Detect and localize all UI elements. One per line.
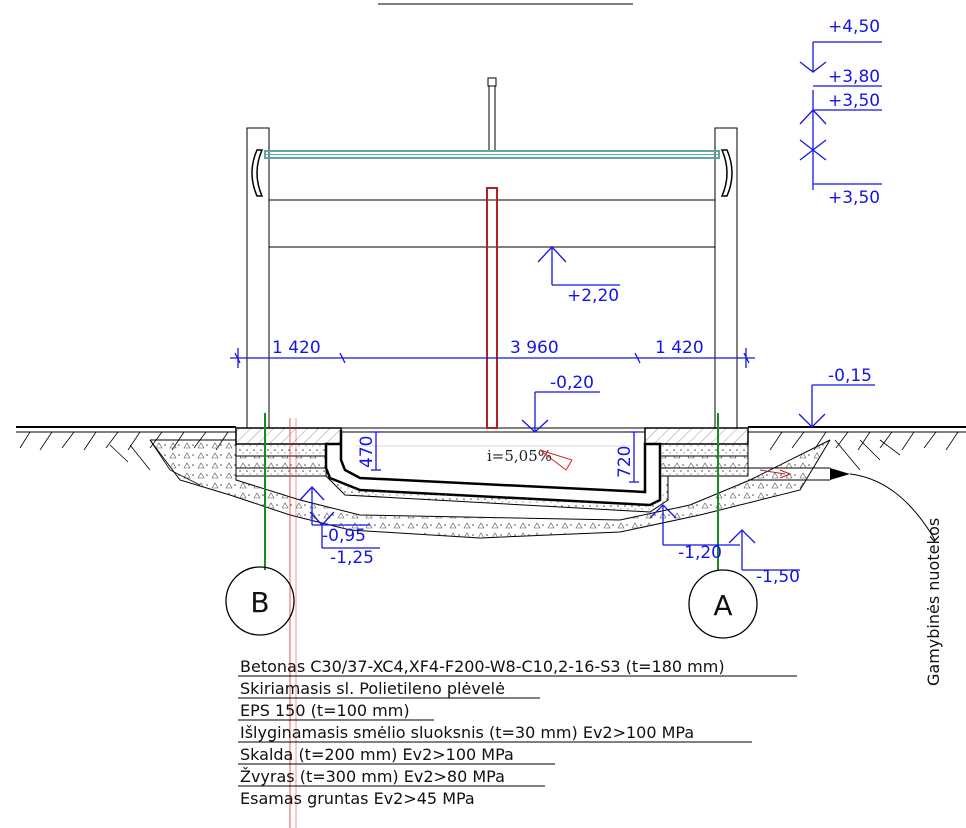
- axis-label-b: B: [250, 586, 269, 619]
- level-marker-ground-right: -0,15: [798, 366, 875, 428]
- level-marker-floor: -0,20: [521, 373, 600, 433]
- level-top1: +4,50: [828, 17, 880, 37]
- level-marker-mid: +2,20: [537, 246, 620, 306]
- level-right-b: -1,50: [756, 567, 800, 587]
- level-marker-right: -1,20 -1,50: [649, 504, 800, 587]
- level-left-b: -1,25: [330, 548, 374, 568]
- depth-left-label: 470: [357, 436, 377, 468]
- legend-item: Skiriamasis sl. Polietileno plėvelė: [240, 679, 505, 698]
- frame: [246, 77, 738, 429]
- slope-label: i=5,05%: [487, 447, 552, 465]
- axis-label-a: A: [713, 589, 732, 622]
- legend-item: Išlyginamasis smėlio sluoksnis (t=30 mm)…: [240, 723, 694, 742]
- axis-lines: [264, 413, 719, 828]
- depth-right: 720: [615, 431, 639, 483]
- level-right-a: -1,20: [678, 543, 722, 563]
- level-top4: +3,50: [828, 188, 880, 208]
- level-ground-right: -0,15: [828, 366, 872, 386]
- legend-item: Esamas gruntas Ev2>45 MPa: [240, 789, 475, 808]
- axis-bubble-b: B: [225, 566, 295, 636]
- level-top2: +3,80: [828, 67, 880, 87]
- depth-left: 470: [357, 431, 381, 471]
- ground-line: [16, 426, 966, 451]
- level-left-a: -0,95: [322, 526, 366, 546]
- dimension-line: 1 420 3 960 1 420: [230, 338, 755, 368]
- red-post: [486, 187, 498, 429]
- level-mid: +2,20: [567, 286, 619, 306]
- legend: Betonas C30/37-XC4,XF4-F200-W8-C10,2-16-…: [238, 657, 797, 808]
- dim-right: 1 420: [655, 338, 704, 358]
- dim-center: 3 960: [510, 338, 559, 358]
- level-markers-top-right: +4,50 +3,80 +3,50 +3,50: [799, 17, 882, 208]
- legend-item: Betonas C30/37-XC4,XF4-F200-W8-C10,2-16-…: [240, 657, 725, 676]
- legend-item: Žvyras (t=300 mm) Ev2>80 MPa: [240, 767, 505, 786]
- glass-rail: [264, 150, 720, 159]
- level-marker-left: -0,95 -1,25: [299, 486, 380, 568]
- slope-indicator: i=5,05%: [356, 445, 630, 471]
- axis-bubble-a: A: [688, 569, 758, 639]
- level-top3: +3,50: [828, 91, 880, 111]
- side-label: Gamybinės nuotekos: [924, 518, 943, 686]
- layers: [109, 427, 936, 541]
- legend-item: Skalda (t=200 mm) Ev2>100 MPa: [240, 745, 514, 764]
- dim-left: 1 420: [272, 338, 321, 358]
- level-floor: -0,20: [550, 373, 594, 393]
- depth-right-label: 720: [615, 446, 635, 478]
- legend-item: EPS 150 (t=100 mm): [240, 701, 410, 720]
